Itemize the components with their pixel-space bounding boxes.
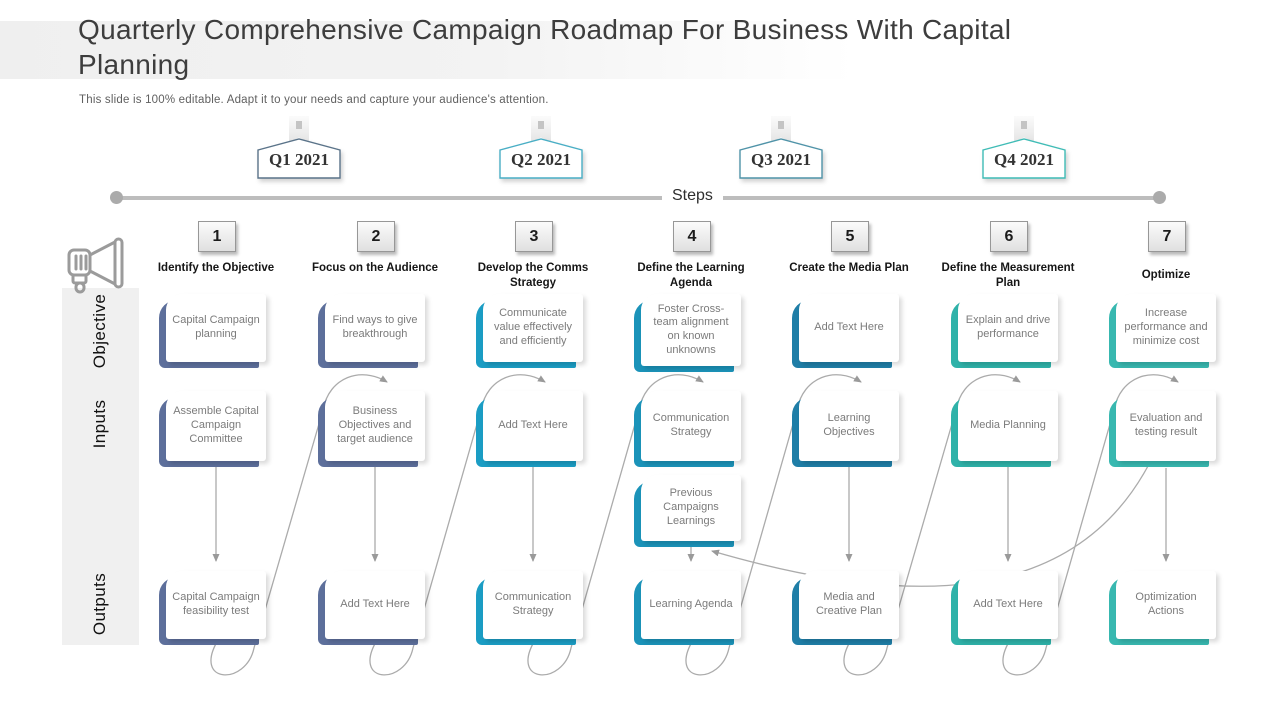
card-text: Media and Creative Plan [799,571,899,639]
card-text: Learning Agenda [641,571,741,639]
steps-axis-line [117,196,1159,200]
steps-label: Steps [662,187,723,205]
pin-icon [771,116,791,144]
card-output-7: Optimization Actions [1109,571,1216,645]
megaphone-icon [63,235,133,302]
card-objective-7: Increase performance and minimize cost [1109,294,1216,368]
card-text: Add Text Here [958,571,1058,639]
card-objective-3: Communicate value effectively and effici… [476,294,583,368]
card-output-4: Learning Agenda [634,571,741,645]
quarter-label: Q3 2021 [751,150,811,169]
card-objective-4: Foster Cross-team alignment on known unk… [634,294,741,372]
card-objective-5: Add Text Here [792,294,899,368]
quarter-banner-q1: Q1 2021 [257,137,341,179]
column-title-7: Optimize [1141,269,1191,281]
card-output-2: Add Text Here [318,571,425,645]
step-number-2: 2 [357,221,395,252]
column-title-6: Define the Measurement Plan [941,262,1075,290]
axis-endpoint-dot [1153,191,1166,204]
row-label-rail [62,288,139,645]
card-text: Add Text Here [483,391,583,461]
pin-icon [531,116,551,144]
card-text: Evaluation and testing result [1116,391,1216,461]
card-output-3: Communication Strategy [476,571,583,645]
pin-dot [1021,121,1027,129]
pin-icon [1014,116,1034,144]
card-input-2: Business Objectives and target audience [318,391,425,467]
card-text: Optimization Actions [1116,571,1216,639]
page-title: Quarterly Comprehensive Campaign Roadmap… [78,14,1012,80]
quarter-label: Q1 2021 [269,150,329,169]
card-input-3: Add Text Here [476,391,583,467]
card-text: Foster Cross-team alignment on known unk… [641,294,741,366]
card-text: Communication Strategy [641,391,741,461]
pin-icon [289,116,309,144]
card-text: Learning Objectives [799,391,899,461]
column-title-1: Identify the Objective [157,262,275,274]
pin-dot [538,121,544,129]
axis-endpoint-dot [110,191,123,204]
card-input-7: Evaluation and testing result [1109,391,1216,467]
step-number-4: 4 [673,221,711,252]
card-text: Add Text Here [799,294,899,362]
quarter-banner-q4: Q4 2021 [982,137,1066,179]
card-text: Increase performance and minimize cost [1116,294,1216,362]
title-background-band [0,21,900,79]
card-text: Communicate value effectively and effici… [483,294,583,362]
card-output-5: Media and Creative Plan [792,571,899,645]
card-text: Capital Campaign feasibility test [166,571,266,639]
card-input-1: Assemble Capital Campaign Committee [159,391,266,467]
card-text: Find ways to give breakthrough [325,294,425,362]
step-number-7: 7 [1148,221,1186,252]
card-text: Business Objectives and target audience [325,391,425,461]
pin-dot [296,121,302,129]
card-text: Capital Campaign planning [166,294,266,362]
card-text: Previous Campaigns Learnings [641,475,741,541]
quarter-label: Q2 2021 [511,150,571,169]
card-objective-6: Explain and drive performance [951,294,1058,368]
step-number-6: 6 [990,221,1028,252]
card-text: Add Text Here [325,571,425,639]
pin-dot [778,121,784,129]
step-number-1: 1 [198,221,236,252]
card-objective-2: Find ways to give breakthrough [318,294,425,368]
card-text: Assemble Capital Campaign Committee [166,391,266,461]
card-text: Communication Strategy [483,571,583,639]
quarter-banner-q2: Q2 2021 [499,137,583,179]
column-title-2: Focus on the Audience [311,262,439,274]
page-subtitle: This slide is 100% editable. Adapt it to… [79,94,549,106]
card-output-6: Add Text Here [951,571,1058,645]
quarter-banner-q3: Q3 2021 [739,137,823,179]
column-title-5: Create the Media Plan [789,262,909,274]
card-text: Media Planning [958,391,1058,461]
card-output-1: Capital Campaign feasibility test [159,571,266,645]
card-input-5: Learning Objectives [792,391,899,467]
quarter-label: Q4 2021 [994,150,1054,169]
step-number-5: 5 [831,221,869,252]
card-input-6: Media Planning [951,391,1058,467]
step-number-3: 3 [515,221,553,252]
card-objective-1: Capital Campaign planning [159,294,266,368]
card-extra-4: Previous Campaigns Learnings [634,475,741,547]
column-title-4: Define the Learning Agenda [637,262,745,290]
card-input-4: Communication Strategy [634,391,741,467]
card-text: Explain and drive performance [958,294,1058,362]
column-title-3: Develop the Comms Strategy [477,262,589,290]
